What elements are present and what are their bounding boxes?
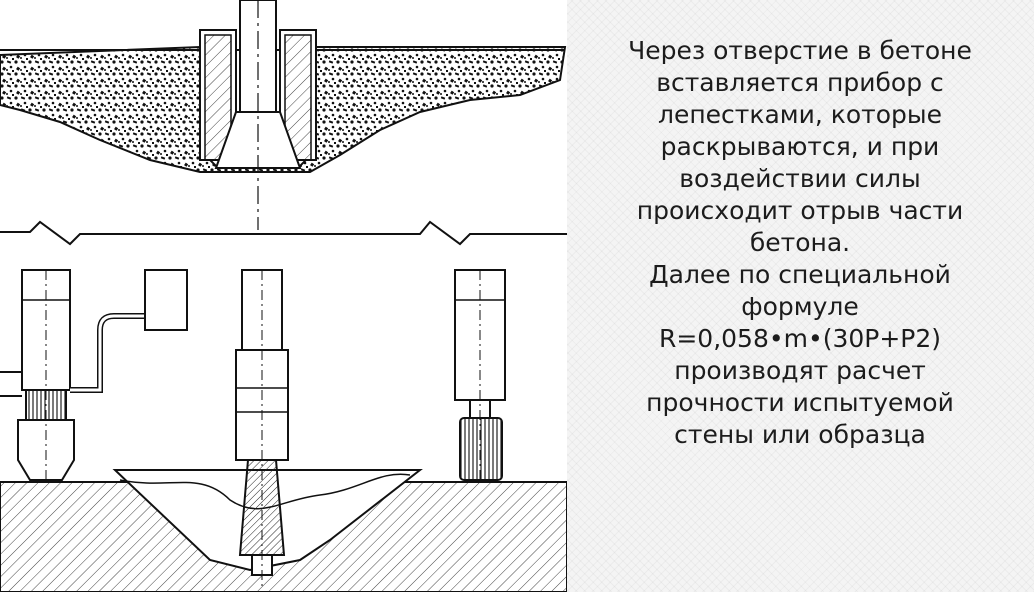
text-line: стены или образца xyxy=(674,420,926,449)
formula-line: R=0,058•m•(30P+P2) xyxy=(658,324,942,353)
text-line: воздействии силы xyxy=(679,164,921,193)
text-line: происходит отрыв части xyxy=(636,196,964,225)
description-paragraph-2: Далее по специальной формуле R=0,058•m•(… xyxy=(585,259,1015,451)
break-line xyxy=(0,220,567,246)
text-line: лепестками, которые xyxy=(657,100,943,129)
text-line: Через отверстие в бетоне xyxy=(628,36,972,65)
anchor-sleeve xyxy=(199,0,317,230)
text-line: Далее по специальной xyxy=(649,260,951,289)
test-device xyxy=(0,269,567,592)
text-line: формуле xyxy=(741,292,859,321)
description-text: Через отверстие в бетоне вставляется при… xyxy=(585,35,1015,451)
description-paragraph-1: Через отверстие в бетоне вставляется при… xyxy=(585,35,1015,259)
concrete-pull-off-test-illustration xyxy=(0,0,567,592)
text-line: производят расчет xyxy=(674,356,926,385)
text-line: бетона. xyxy=(749,228,851,257)
text-line: прочности испытуемой xyxy=(646,388,954,417)
text-line: раскрываются, и при xyxy=(660,132,940,161)
text-line: вставляется прибор с xyxy=(656,68,944,97)
